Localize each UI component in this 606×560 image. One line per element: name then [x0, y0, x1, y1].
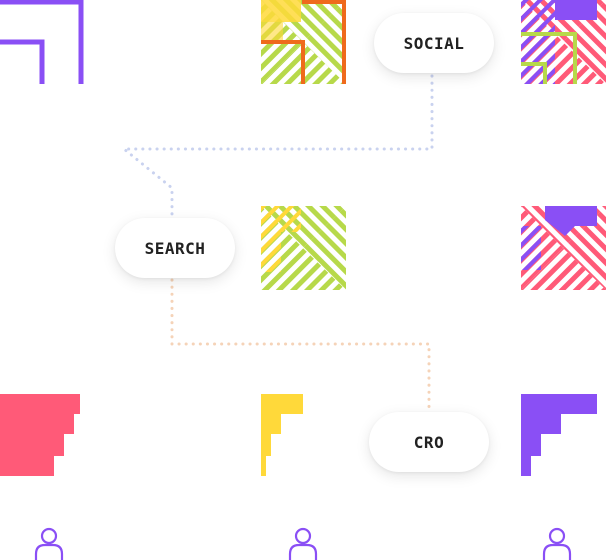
- pattern-tile-top-right: [521, 0, 606, 84]
- search-node[interactable]: SEARCH: [115, 218, 235, 278]
- social-label: SOCIAL: [403, 33, 465, 53]
- purple-corner-shape: [0, 0, 84, 84]
- cro-label: CRO: [413, 432, 445, 452]
- social-node[interactable]: SOCIAL: [374, 13, 494, 73]
- pattern-tile-top-center: [261, 0, 346, 84]
- user-icon: [542, 527, 572, 560]
- staircase-pink: [0, 394, 80, 476]
- connector-search-cro: [170, 278, 431, 414]
- connector-social-search: [119, 74, 434, 220]
- pattern-tile-middle-right: [521, 206, 606, 290]
- staircase-purple: [521, 394, 597, 476]
- staircase-yellow: [261, 394, 303, 476]
- user-icon: [34, 527, 64, 560]
- cro-node[interactable]: CRO: [369, 412, 489, 472]
- user-icon: [288, 527, 318, 560]
- pattern-tile-middle-center: [261, 206, 346, 290]
- search-label: SEARCH: [144, 238, 206, 258]
